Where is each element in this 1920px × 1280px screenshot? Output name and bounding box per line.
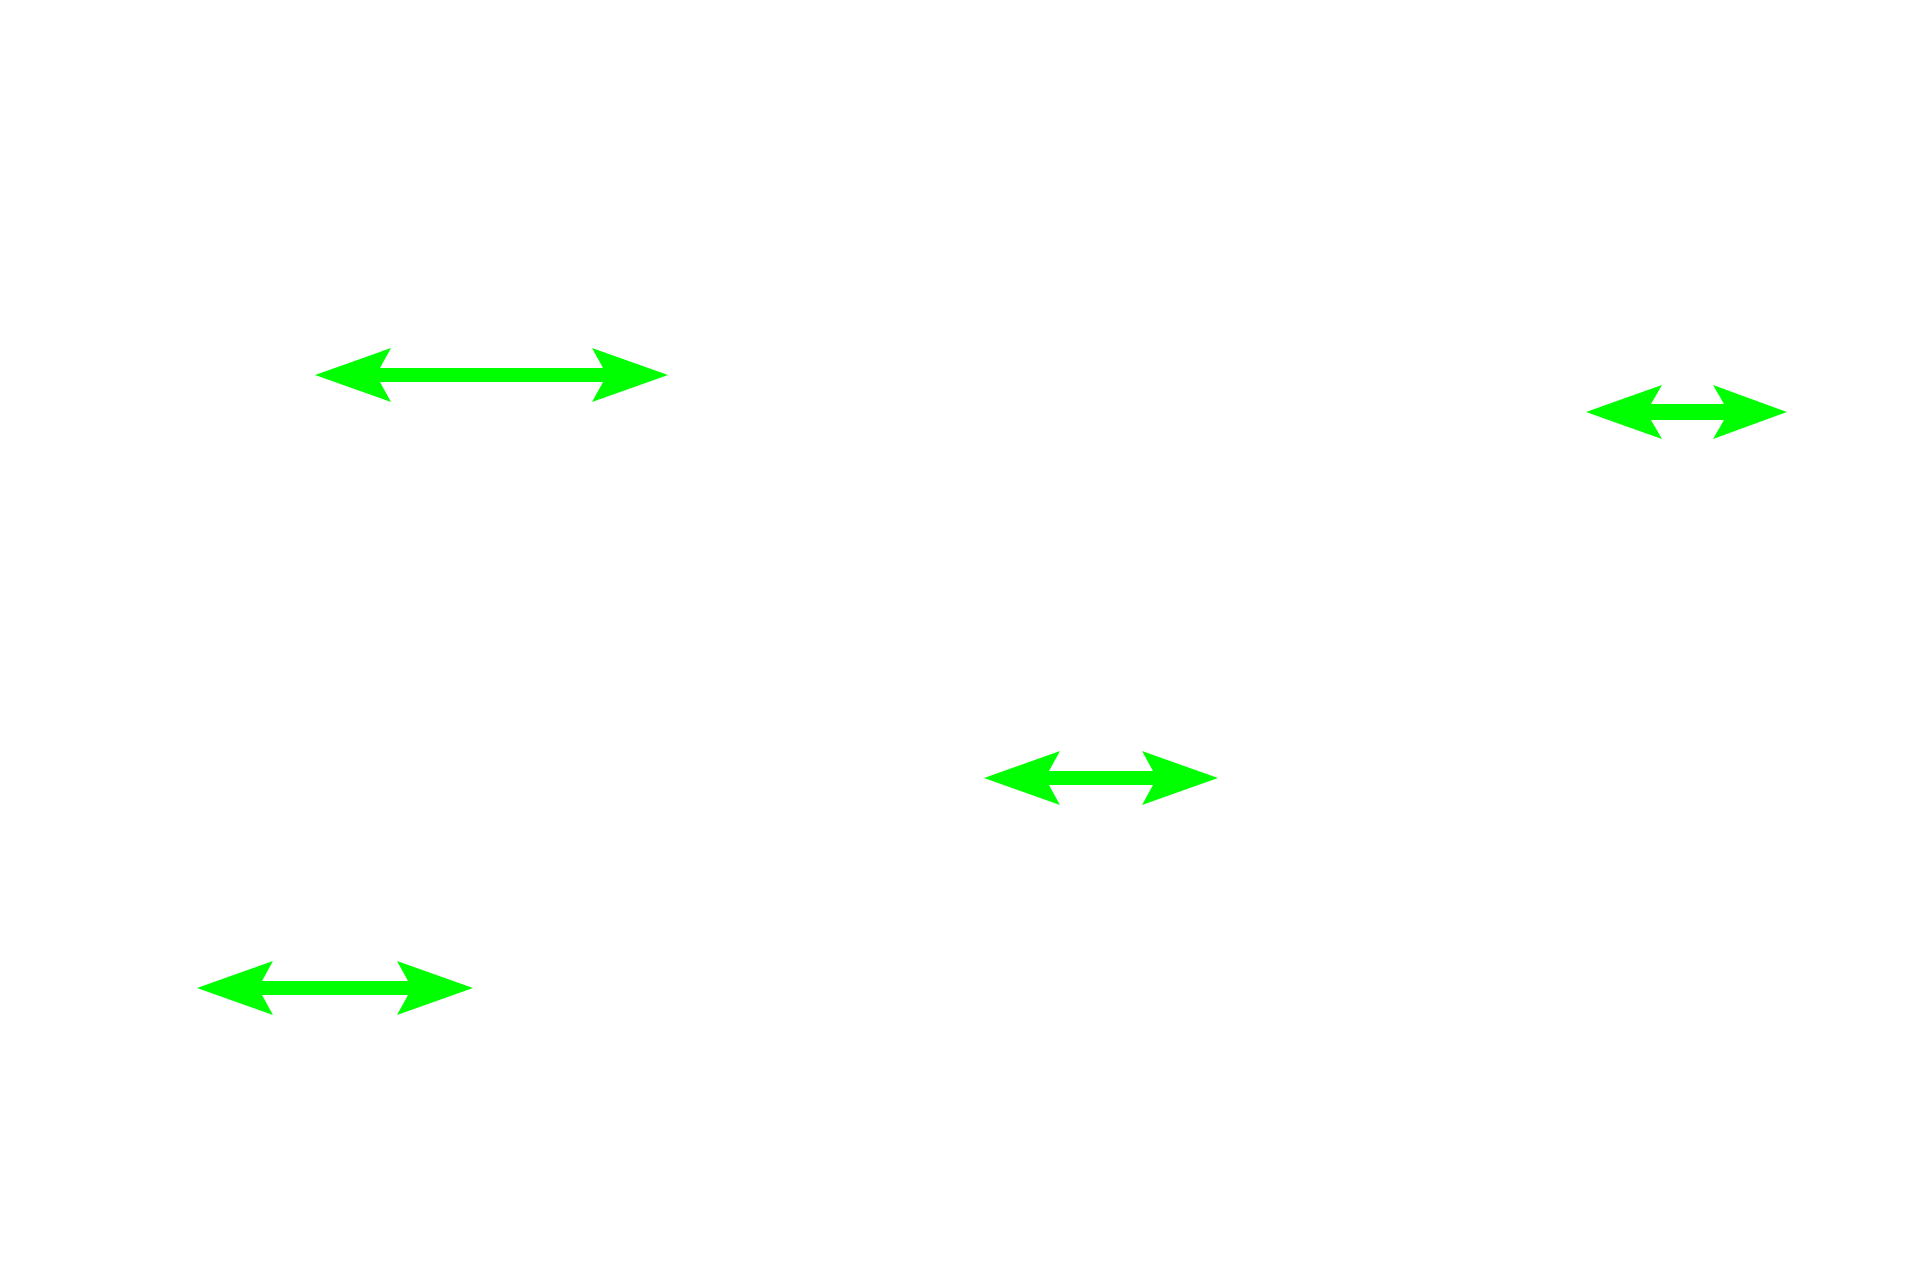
double-arrow-icon — [197, 961, 473, 1015]
double-arrow-icon — [984, 751, 1218, 805]
double-arrow-icon — [1586, 385, 1787, 439]
double-arrow-icon — [315, 348, 668, 402]
